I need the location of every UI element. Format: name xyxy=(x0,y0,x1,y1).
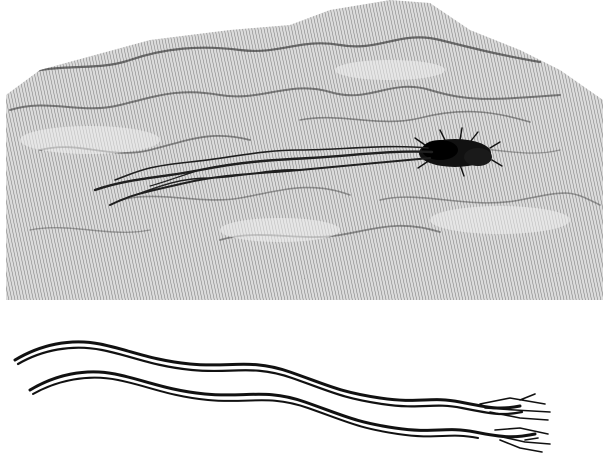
wavy-strand xyxy=(30,372,535,437)
wavy-strands xyxy=(0,300,603,458)
terrain-surface xyxy=(0,0,603,300)
wavy-strands-panel xyxy=(0,300,603,458)
terrain-highlight xyxy=(20,126,160,154)
wavy-strand xyxy=(15,342,520,408)
terrain-highlight xyxy=(220,218,340,242)
terrain-panel xyxy=(0,0,603,300)
terrain-highlight xyxy=(335,60,445,80)
strand-tips xyxy=(480,394,550,452)
wavy-strand xyxy=(18,348,522,414)
terrain-highlight xyxy=(430,206,570,234)
